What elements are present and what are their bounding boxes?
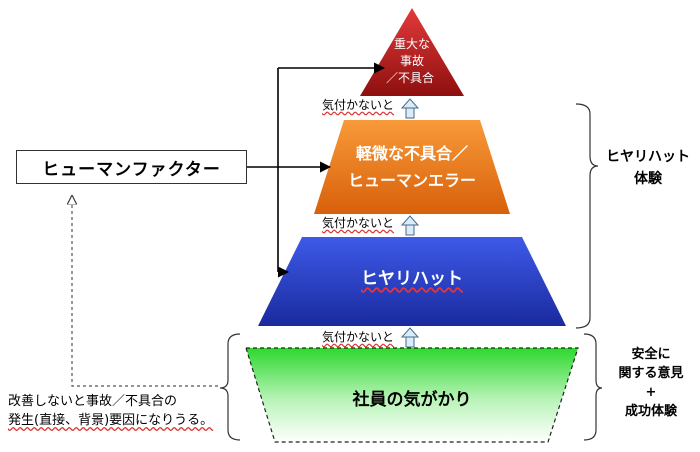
top-label-line: 事故	[399, 54, 424, 68]
connector-label-3: 気付かないと	[322, 330, 395, 344]
note-line: 発生(直接、背景)要因になりうる。	[8, 413, 214, 428]
feedback-dashed-line	[72, 196, 218, 387]
middle-label: 軽微な不具合／ ヒューマンエラー	[340, 140, 484, 194]
anzen-label: 安全に 関する意見 + 成功体験	[608, 345, 694, 421]
middle-label-line: ヒューマンエラー	[347, 171, 476, 190]
anzen-label-line: +	[645, 385, 657, 400]
top-label-line: 重大な	[393, 37, 430, 51]
bottom-label: ヒヤリハット	[361, 269, 463, 289]
anzen-label-line: 安全に	[631, 347, 671, 362]
connector-label-2: 気付かないと	[322, 216, 395, 230]
anzen-label-line: 関する意見	[618, 366, 684, 381]
hiyari-label-line: ヒヤリハット	[606, 149, 690, 165]
anzen-label-line: 成功体験	[624, 404, 677, 419]
pyramid-bottom	[258, 237, 566, 326]
top-label: 重大な 事故 ／不具合	[384, 36, 440, 87]
note-line: 改善しないと事故／不具合の	[8, 394, 178, 409]
hiyari-label-line: 体験	[634, 171, 662, 187]
top-label-line: ／不具合	[385, 71, 434, 85]
connector-label-1: 気付かないと	[322, 98, 395, 112]
brace-note	[219, 333, 241, 441]
brace-hiyari	[575, 103, 599, 329]
middle-label-line: 軽微な不具合／	[355, 144, 468, 163]
up-arrow-3	[400, 327, 420, 348]
base-label: 社員の気がかり	[352, 390, 472, 410]
pyramid-base	[245, 347, 579, 443]
pyramid-middle	[314, 120, 510, 214]
note-text: 改善しないと事故／不具合の 発生(直接、背景)要因になりうる。	[8, 392, 214, 430]
pyramid-top	[360, 8, 464, 96]
hiyari-label: ヒヤリハット 体験	[600, 146, 696, 190]
up-arrow-2	[400, 215, 420, 236]
up-arrow-1	[400, 98, 420, 119]
human-factor-box: ヒューマンファクター	[16, 150, 247, 184]
human-factor-label: ヒューマンファクター	[42, 159, 221, 180]
brace-anzen	[583, 333, 603, 441]
